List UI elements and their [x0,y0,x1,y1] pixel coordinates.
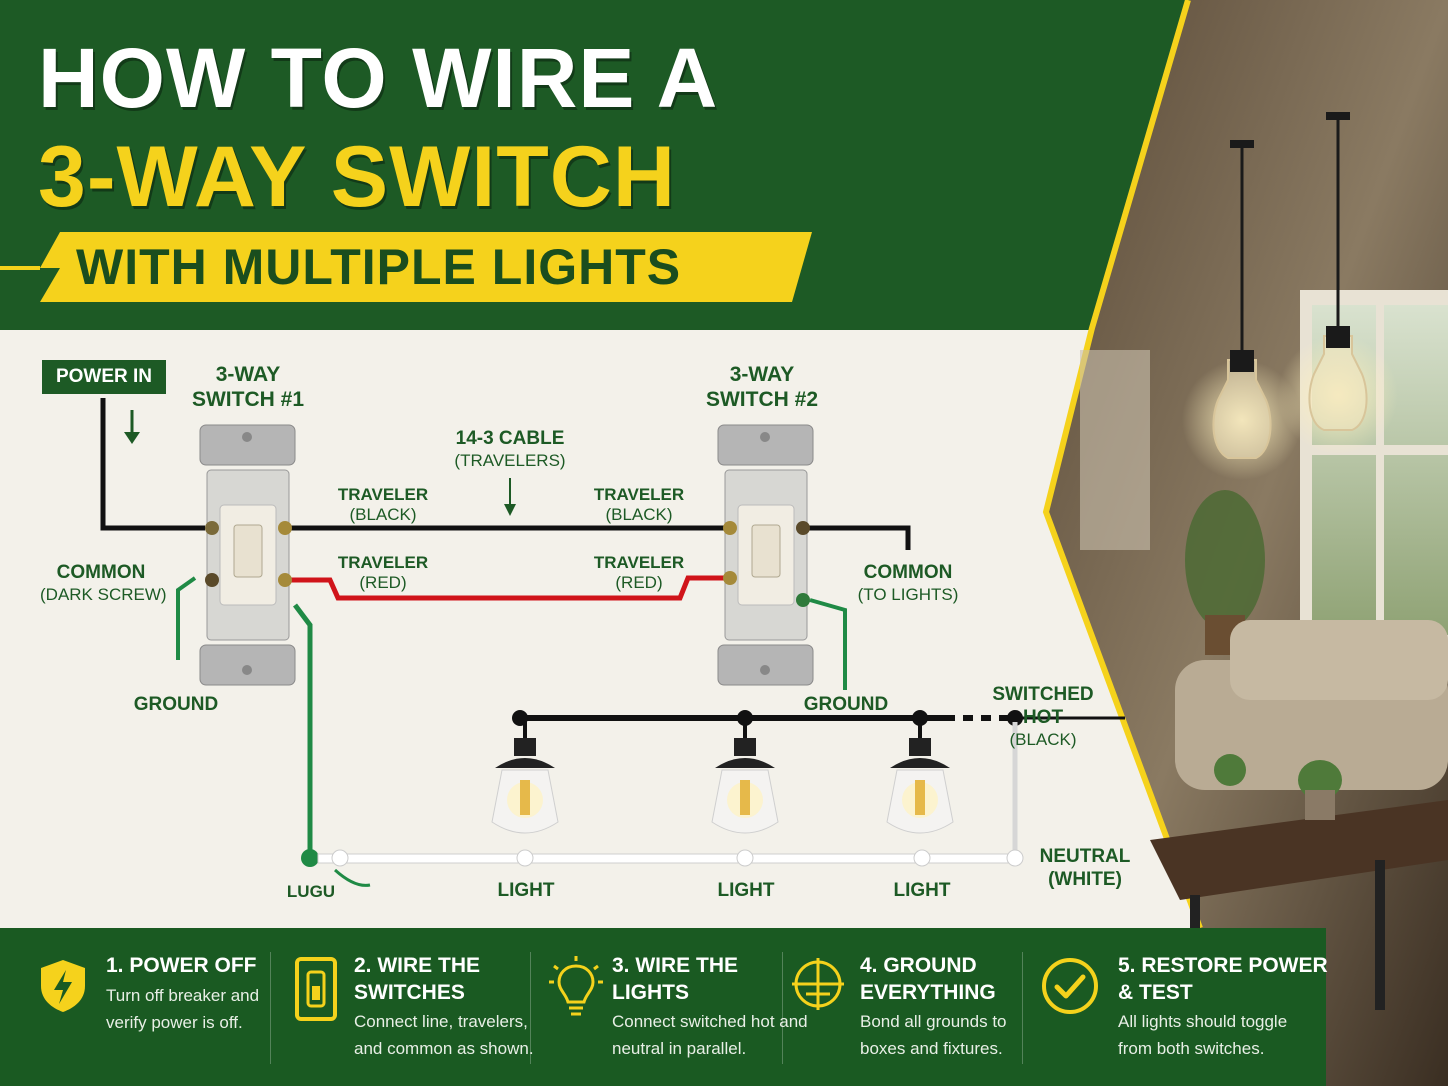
common-label-2: COMMON (TO LIGHTS) [852,562,964,605]
common-2-name: COMMON [863,562,953,583]
neutral-line2: (WHITE) [1048,868,1122,890]
traveler-red-label-1: TRAVELER (RED) [328,553,438,594]
switched-hot-note: (BLACK) [1009,729,1077,749]
switch-2-label-line1: 3-WAY [729,363,795,386]
light-label-1: LIGHT [497,880,555,901]
step-1: 1. POWER OFF Turn off breaker and verify… [36,928,266,1086]
traveler-black-2-note: (BLACK) [605,505,673,525]
step-5-desc-2: from both switches. [1118,1039,1265,1058]
light-fixture-1-icon [491,718,559,834]
subtitle-banner: WITH MULTIPLE LIGHTS [76,239,682,295]
ground-label-2: GROUND [803,694,889,715]
traveler-black-1-name: TRAVELER [337,485,429,504]
step-5: 5. RESTORE POWER& TEST All lights should… [1040,928,1328,1086]
light-fixture-2-icon [711,718,779,834]
ground-icon [792,958,844,1010]
switched-hot-line2: HOT [1022,706,1064,728]
cable-label-note: (TRAVELERS) [454,450,566,470]
switch-1-label: 3-WAY SWITCH #1 [188,362,308,412]
neutral-line1: NEUTRAL [1039,846,1131,867]
switch-2-label: 3-WAY SWITCH #2 [702,362,822,412]
switched-hot-label: SWITCHED HOT (BLACK) [988,684,1098,750]
switched-hot-line1: SWITCHED [992,684,1094,705]
ground-label-1: GROUND [133,694,219,715]
traveler-red-1-note: (RED) [359,573,407,593]
power-in-label: POWER IN [42,360,166,394]
step-5-desc-1: All lights should toggle [1118,1012,1288,1031]
page-title-line1: HOW TO WIRE A [38,31,719,125]
light-label-3: LIGHT [893,880,951,901]
common-1-name: COMMON [56,562,146,583]
common-2-note: (TO LIGHTS) [857,584,959,604]
divider [782,952,783,1064]
common-label-1: COMMON (DARK SCREW) [40,562,167,605]
divider [1022,952,1023,1064]
traveler-red-1-name: TRAVELER [337,553,429,572]
divider [270,952,271,1064]
switch-1-icon [199,424,296,686]
page-title-line2: 3-WAY SWITCH [38,129,676,225]
switch-2-label-line2: SWITCH #2 [705,388,818,412]
traveler-black-1-note: (BLACK) [349,505,417,525]
step-1-desc-1: Turn off breaker and [106,986,260,1005]
divider [530,952,531,1064]
step-2-desc-1: Connect line, travelers, [354,1012,528,1031]
common-1-note: (DARK SCREW) [40,584,167,604]
cable-label: 14-3 CABLE (TRAVELERS) [440,428,580,471]
switch-1-label-line2: SWITCH #1 [191,388,304,412]
ground-wire-2 [809,598,847,690]
lightbulb-icon [549,956,603,1016]
power-in-wire [100,398,205,531]
step-1-desc-2: verify power is off. [106,1013,243,1032]
cable-label-name: 14-3 CABLE [455,428,565,449]
traveler-red-2-name: TRAVELER [593,553,685,572]
light-fixture-3-icon [886,718,954,834]
switch-1-label-line1: 3-WAY [215,363,281,386]
traveler-black-label-2: TRAVELER (BLACK) [584,485,694,526]
shield-bolt-icon [41,960,85,1012]
ground-bottom-label: LUGU [286,882,336,901]
traveler-red-2-note: (RED) [615,573,663,593]
step-3-desc-2: neutral in parallel. [612,1039,747,1058]
traveler-red-label-2: TRAVELER (RED) [584,553,694,594]
ground-wire-1 [176,576,197,660]
step-1-title: 1. POWER OFF [106,954,257,977]
step-2-desc-2: and common as shown. [354,1039,534,1058]
light-label-2: LIGHT [717,880,775,901]
traveler-black-label-1: TRAVELER (BLACK) [328,485,438,526]
steps-footer: 1. POWER OFF Turn off breaker and verify… [0,928,1328,1086]
traveler-black-2-name: TRAVELER [593,485,685,504]
checkmark-icon [1042,958,1098,1014]
ground-wire-1b [293,603,313,858]
switch-2-icon [717,424,814,686]
step-5-title: 5. RESTORE POWER& TEST [1118,954,1328,1004]
common-to-lights-wire [805,525,911,550]
neutral-label: NEUTRAL (WHITE) [1030,846,1140,892]
traveler-red-wire [290,575,725,601]
switch-icon [295,957,337,1021]
step-4-desc-1: Bond all grounds to [860,1012,1007,1031]
step-4-desc-2: boxes and fixtures. [860,1039,1003,1058]
step-3-desc-1: Connect switched hot and [612,1012,808,1031]
